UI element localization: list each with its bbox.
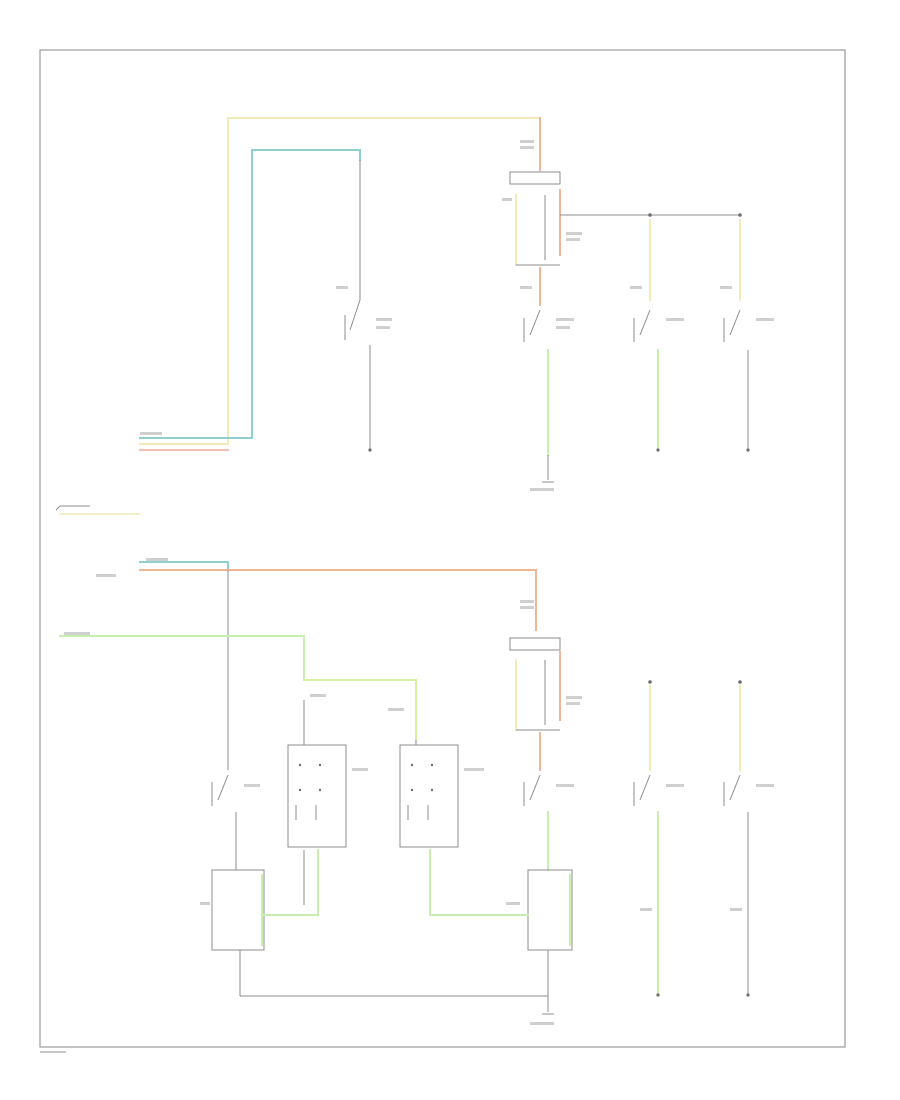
connector-top — [509, 171, 561, 185]
switch-top-4 — [723, 309, 750, 452]
wire-bottom-green-mod2 — [429, 849, 529, 916]
wire-bottom-green-left — [261, 849, 319, 916]
wire-bottom-lime — [303, 679, 417, 741]
junction-dot-4 — [738, 680, 742, 684]
labels-bottom — [64, 558, 774, 1025]
junction-dot-3 — [648, 680, 652, 684]
wire-top-yellow — [139, 117, 541, 445]
ground-bus-bottom — [240, 950, 549, 997]
end-dot-1 — [656, 993, 660, 997]
module-passenger-seat — [399, 740, 459, 848]
connector-bottom — [509, 637, 561, 651]
end-dot-2 — [746, 993, 750, 997]
switch-bottom-3 — [633, 774, 659, 996]
wire-top-blue — [139, 149, 361, 439]
switch-bottom-1 — [211, 774, 237, 870]
wire-bottom-orange — [139, 569, 537, 631]
switch-top-3 — [633, 309, 660, 452]
legend-mid — [55, 505, 90, 511]
switch-bottom-2 — [523, 774, 549, 871]
switch-bottom-4 — [723, 774, 749, 995]
switch-top-2 — [523, 309, 549, 456]
wire-bottom-green — [59, 635, 305, 681]
wire-bottom-blue — [139, 561, 229, 571]
connector-bottom-right — [527, 869, 573, 951]
diagram-frame — [39, 49, 846, 1048]
connector-bottom-left — [211, 869, 265, 996]
module-driver-seat — [287, 700, 347, 848]
junction-dot-2 — [738, 213, 742, 217]
junction-dot-1 — [648, 213, 652, 217]
switch-top-1 — [344, 299, 372, 452]
labels-top — [140, 140, 774, 491]
